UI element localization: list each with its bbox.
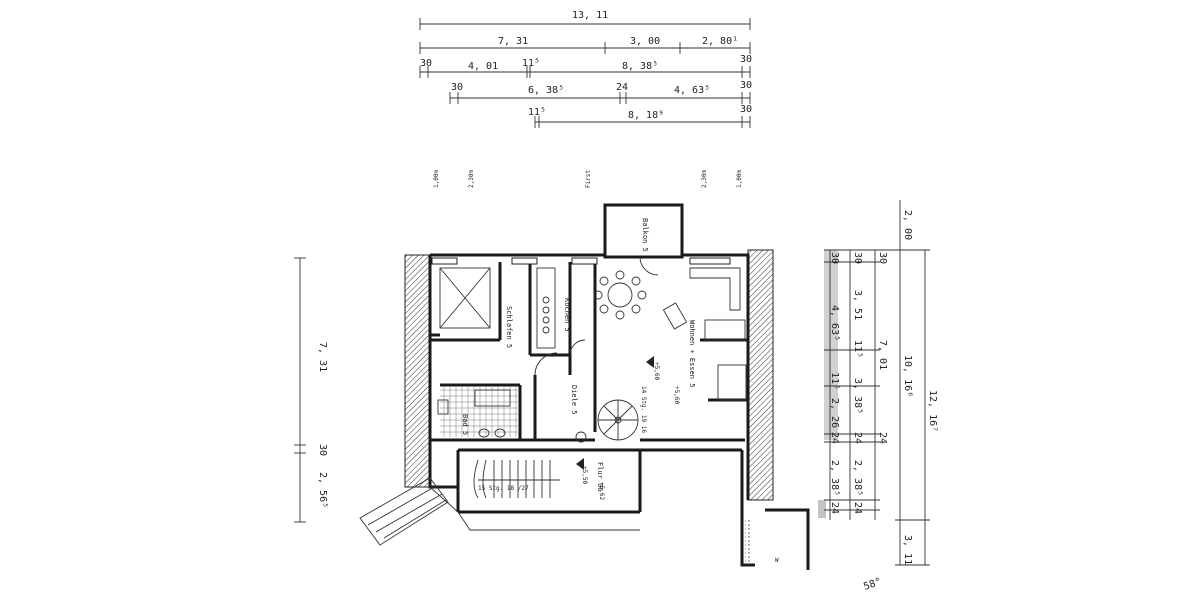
level-3: +5,50 bbox=[581, 466, 588, 484]
dim-left-a: 7, 31 bbox=[317, 342, 328, 372]
dim-right-a5: 24 bbox=[829, 502, 840, 514]
dim-right-a0: 30 bbox=[829, 252, 840, 264]
stair-lower: 15 Stg. 18 /27 bbox=[478, 485, 529, 492]
top-windows bbox=[431, 257, 731, 265]
dim-row5-c: 30 bbox=[740, 104, 752, 115]
height-mark-1: 1,00m bbox=[433, 170, 440, 188]
room-kochen: Kochen 5 bbox=[563, 298, 571, 332]
dim-row5-b: 8, 18⁹ bbox=[628, 110, 664, 121]
room-schlafen: Schlafen 5 bbox=[505, 306, 513, 348]
level-1: +5,60 bbox=[653, 362, 660, 380]
dim-row3-e: 30 bbox=[740, 54, 752, 65]
height-mark-4: 2,30m bbox=[701, 170, 708, 188]
dim-right-b0: 30 bbox=[852, 252, 863, 264]
dim-row4-b: 6, 38⁵ bbox=[528, 85, 564, 96]
height-marks: 1,00m 2,30m First 2,30m 1,00m bbox=[433, 170, 743, 188]
dim-row4-d: 4, 63⁵ bbox=[674, 85, 710, 96]
dim-right-d0: 2, 00 bbox=[902, 210, 913, 240]
height-mark-2: 2,30m bbox=[468, 170, 475, 188]
roof-slope-right bbox=[747, 249, 774, 501]
dim-right-b5: 2, 26 bbox=[829, 398, 840, 428]
dim-row4-a: 30 bbox=[451, 82, 463, 93]
exterior-stair bbox=[359, 477, 449, 546]
dim-right-c0: 30 bbox=[877, 252, 888, 264]
dim-row5-a: 11⁵ bbox=[528, 107, 546, 118]
dim-row3-a: 30 bbox=[420, 58, 432, 69]
dim-right-b2: 7, 01 bbox=[877, 340, 888, 370]
dim-right-a2: 11⁵ bbox=[829, 372, 840, 390]
stair-upper: 14 Stg. 19 16 bbox=[640, 386, 647, 433]
bathtub bbox=[474, 389, 511, 407]
left-dimension-chain: 7, 31 30 2, 56⁵ bbox=[294, 257, 328, 523]
room-diele: Diele 5 bbox=[570, 385, 578, 415]
dim-row3-d: 8, 38⁵ bbox=[622, 61, 658, 72]
top-dimension-chains: 13, 11 7, 31 3, 00 2, 80¹ 30 4, 01 11⁵ 8… bbox=[419, 10, 752, 128]
room-bad: Bad 5 bbox=[461, 414, 469, 435]
bed bbox=[439, 267, 491, 329]
room-flur: Flur 06 bbox=[596, 462, 604, 492]
dim-row4-c: 24 bbox=[616, 82, 628, 93]
dim-right-c1: 10, 16⁶ bbox=[902, 355, 913, 397]
floor-plan bbox=[359, 203, 810, 570]
dim-left-c: 2, 56⁵ bbox=[317, 472, 328, 508]
dim-right-b4: 3, 38⁵ bbox=[852, 378, 863, 414]
dim-right-a3: 24 bbox=[829, 432, 840, 444]
dim-right-b8: 24 bbox=[852, 502, 863, 514]
level-2: +5,60 bbox=[673, 386, 680, 404]
kitchen-counter bbox=[536, 267, 556, 349]
dim-right-d1: 12, 16⁷ bbox=[927, 390, 938, 432]
room-labels: Balkon 5 Schlafen 5 Kochen 5 Wohnen + Es… bbox=[461, 218, 883, 593]
right-dimension-chains: 30 4, 63⁵ 11⁵ 24 2, 38⁵ 24 30 3, 51 7, 0… bbox=[818, 200, 938, 566]
dim-row3-c: 11⁵ bbox=[522, 58, 540, 69]
level-4: +5,62 bbox=[598, 482, 605, 500]
lower-stair bbox=[473, 459, 551, 499]
dim-right-b1: 3, 51 bbox=[852, 290, 863, 320]
sofa bbox=[689, 267, 741, 311]
height-mark-3: First bbox=[585, 170, 592, 188]
toilet bbox=[437, 399, 449, 415]
balkon-outline bbox=[603, 203, 684, 259]
dim-right-b6: 24 bbox=[852, 432, 863, 444]
dim-right-b3: 11⁵ bbox=[852, 340, 863, 358]
corner-angle: 58° bbox=[862, 576, 883, 593]
room-wohnen: Wohnen + Essen 5 bbox=[688, 320, 696, 387]
dim-right-c2: 24 bbox=[877, 432, 888, 444]
dim-row2-a: 7, 31 bbox=[498, 36, 528, 47]
dim-row3-b: 4, 01 bbox=[468, 61, 498, 72]
dining-table bbox=[607, 282, 633, 308]
dim-right-a1: 4, 63⁵ bbox=[829, 305, 840, 341]
room-balkon: Balkon 5 bbox=[641, 218, 649, 252]
dim-right-b7: 2, 38⁵ bbox=[852, 460, 863, 496]
dim-row4-e: 30 bbox=[740, 80, 752, 91]
small-mark: W bbox=[775, 557, 779, 564]
dim-row2-b: 3, 00 bbox=[630, 36, 660, 47]
dim-row2-c: 2, 80¹ bbox=[702, 36, 738, 47]
dim-right-d2: 3, 11 bbox=[902, 535, 913, 565]
roof-slope-left bbox=[404, 254, 431, 488]
dim-total-width: 13, 11 bbox=[572, 10, 608, 21]
dim-right-a4: 2, 38⁵ bbox=[829, 460, 840, 496]
height-mark-5: 1,00m bbox=[736, 170, 743, 188]
dim-left-b: 30 bbox=[317, 444, 328, 456]
